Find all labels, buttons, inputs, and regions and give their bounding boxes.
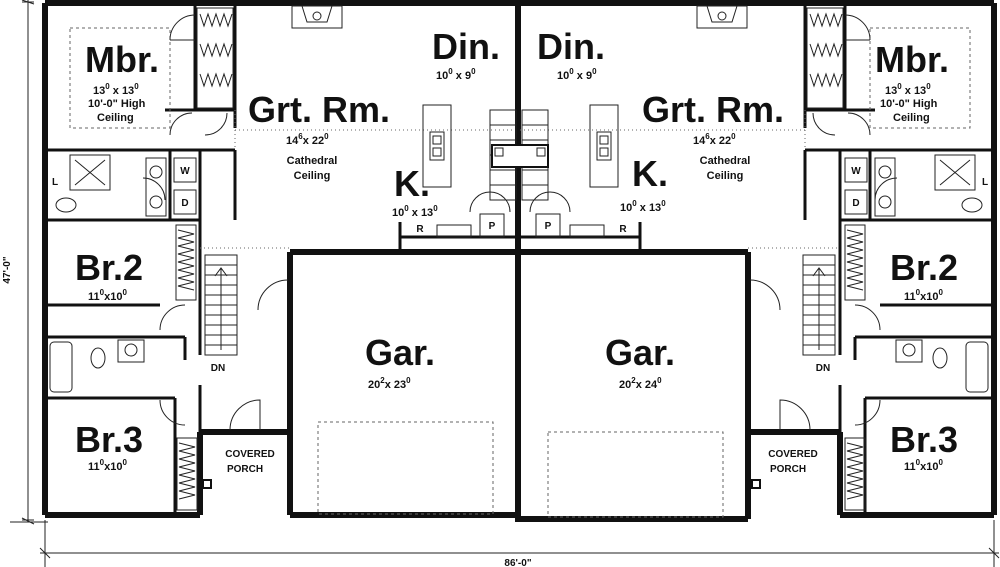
room-name-din-right: Din. [537,26,605,67]
room-dim-mbr-left: 130 x 130 [93,82,139,97]
room-note1-grt-right: Cathedral [700,155,751,167]
fireplace-left [291,5,343,29]
room-dim-kit-left: 100 x 130 [392,204,438,219]
room-name-grt-right: Grt. Rm. [642,89,784,130]
garage-door-right [547,431,724,518]
porch-label-2-right: PORCH [770,464,806,475]
interior-walls-left [45,3,518,515]
room-dim-din-right: 100 x 90 [557,67,597,82]
room-dim-gar-right: 202x 240 [619,376,662,391]
room-name-mbr-right: Mbr. [875,39,949,80]
room-name-br2-right: Br.2 [890,247,958,288]
washer-label-right: W [851,166,861,177]
pantry-label-left: P [489,221,496,232]
room-note1-grt-left: Cathedral [287,155,338,167]
room-dim-br3-right: 110x100 [904,458,943,473]
room-dim-gar-left: 202x 230 [368,376,411,391]
room-name-gar-left: Gar. [365,332,435,373]
room-note2-mbr-right: Ceiling [893,112,930,124]
room-dim-grt-right: 146x 220 [693,132,736,147]
room-note2-mbr-left: Ceiling [97,112,134,124]
door-swings [142,14,898,431]
room-name-kit-right: K. [632,153,668,194]
dimension-lines [10,0,1000,567]
room-note2-grt-right: Ceiling [707,170,744,182]
overall-depth-label: 47'-0" [2,256,13,283]
closet-left-br3 [176,437,198,511]
room-name-br3-left: Br.3 [75,419,143,460]
stair-left [204,254,238,356]
overall-width-label: 86'-0" [504,558,531,567]
linen-label-right: L [982,177,988,188]
closet-right-br3 [844,437,866,511]
fridge-label-right: R [619,224,627,235]
room-dim-br3-left: 110x100 [88,458,127,473]
stair-label-left: DN [211,363,225,374]
porch-label-1-left: COVERED [225,449,274,460]
room-name-grt-left: Grt. Rm. [248,89,390,130]
bath-fixtures-right [844,154,989,393]
closet-left-mbr [196,7,234,109]
room-name-br2-left: Br.2 [75,247,143,288]
bath-fixtures-left [49,154,197,393]
ceiling-outlines [69,27,971,249]
room-dim-br2-left: 110x100 [88,288,127,303]
pantry-label-right: P [545,221,552,232]
room-name-kit-left: K. [394,163,430,204]
room-name-gar-right: Gar. [605,332,675,373]
room-note2-grt-left: Ceiling [294,170,331,182]
room-dim-din-left: 100 x 90 [436,67,476,82]
room-name-din-left: Din. [432,26,500,67]
porch-label-2-left: PORCH [227,464,263,475]
fireplace-right [696,5,748,29]
closet-left-br2 [175,224,197,301]
stair-right [802,254,836,356]
garage-door-left [317,421,494,515]
linen-label-left: L [52,177,58,188]
room-dim-grt-left: 146x 220 [286,132,329,147]
stair-label-right: DN [816,363,830,374]
center-stairs [489,109,549,201]
room-dim-kit-right: 100 x 130 [620,199,666,214]
dryer-label-right: D [852,198,859,209]
room-dim-mbr-right: 130 x 130 [885,82,931,97]
closet-right-mbr [806,7,844,109]
room-name-mbr-left: Mbr. [85,39,159,80]
fridge-label-left: R [416,224,424,235]
room-dim-br2-right: 110x100 [904,288,943,303]
room-name-br3-right: Br.3 [890,419,958,460]
room-note1-mbr-left: 10'-0" High [88,98,146,110]
porch-post-left [202,479,212,489]
dryer-label-left: D [181,198,188,209]
kitchen-island-left [422,104,452,188]
washer-label-left: W [180,166,190,177]
room-note1-mbr-right: 10'-0" High [880,98,938,110]
kitchen-island-right [589,104,619,188]
porch-post-right [751,479,761,489]
closet-right-br2 [844,224,866,301]
porch-label-1-right: COVERED [768,449,817,460]
